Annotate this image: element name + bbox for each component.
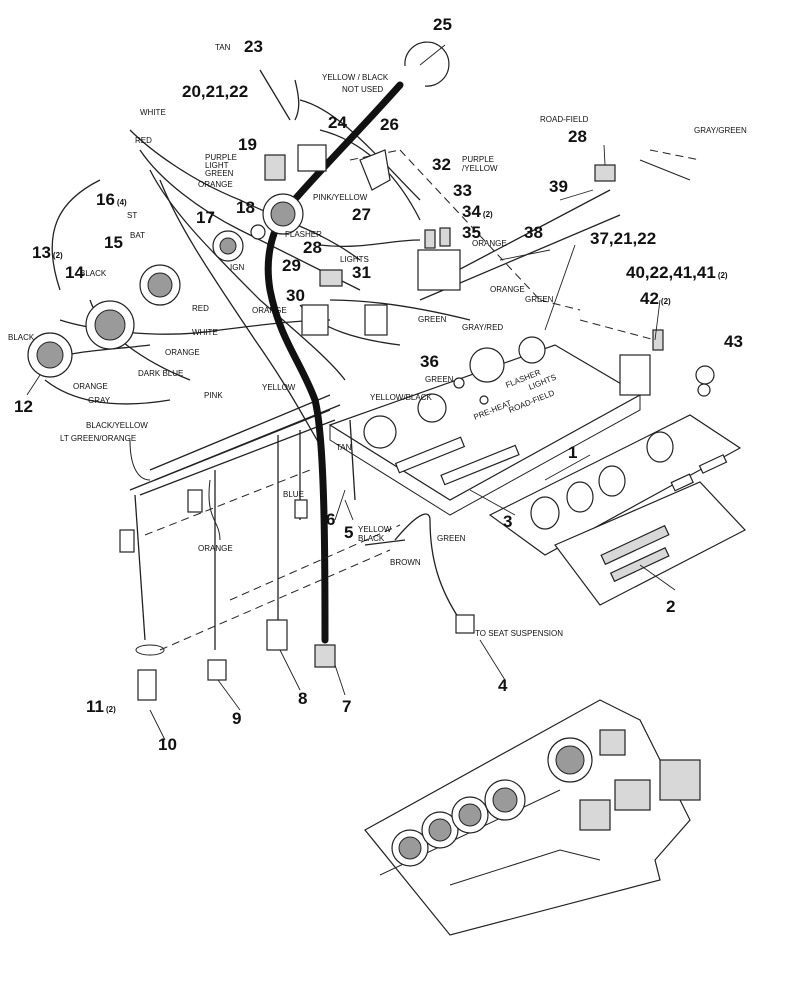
callout-1: 1: [568, 443, 577, 462]
callout-28-top: 28: [568, 127, 587, 146]
callout-8: 8: [298, 689, 307, 708]
wire-label: GRAY/GREEN: [694, 126, 747, 135]
wire-label: RED: [135, 136, 152, 145]
wire-label: RED: [192, 304, 209, 313]
decal-plate-1: [488, 414, 742, 556]
callout-15: 15: [104, 233, 123, 252]
callout-9: 9: [232, 709, 241, 728]
wire-label: TAN: [336, 443, 352, 452]
callout-16: 16(4): [96, 190, 127, 209]
callout-13: 13(2): [32, 243, 63, 262]
callout-27: 27: [352, 205, 371, 224]
wire-label: GRAY/RED: [462, 323, 503, 332]
wire-label: ORANGE: [198, 544, 233, 553]
wire-label: TO SEAT SUSPENSION: [475, 629, 563, 638]
callout-42: 42(2): [640, 289, 671, 308]
callout-23: 23: [244, 37, 263, 56]
wire-label: TAN: [215, 43, 231, 52]
wire-label: BROWN: [390, 558, 421, 567]
callout-36: 36: [420, 352, 439, 371]
wire-label: YELLOW / BLACK: [322, 73, 389, 82]
wire-label: GREEN: [525, 295, 554, 304]
callout-26: 26: [380, 115, 399, 134]
wire-label: WHITE: [192, 328, 218, 337]
wire-label: GREEN: [418, 315, 447, 324]
callout-17: 17: [196, 208, 215, 227]
callout-28: 28: [303, 238, 322, 257]
wire-label: GRAY: [88, 396, 111, 405]
callout-30: 30: [286, 286, 305, 305]
callout-39: 39: [549, 177, 568, 196]
callout-31: 31: [352, 263, 371, 282]
callout-3: 3: [503, 512, 512, 531]
wire-label: ROAD-FIELD: [540, 115, 589, 124]
dashed-alignment-lines: [144, 149, 701, 651]
callout-38: 38: [524, 223, 543, 242]
wire-label: PINK: [204, 391, 223, 400]
callout-33: 33: [453, 181, 472, 200]
wire-label: BLACK: [80, 269, 107, 278]
instrument-panel-3: [328, 336, 642, 516]
wire-label: ORANGE: [252, 306, 287, 315]
callout-10: 10: [158, 735, 177, 754]
callout-6: 6: [326, 510, 335, 529]
callout-18: 18: [236, 198, 255, 217]
wire-label: YELLOW: [262, 383, 296, 392]
callout-34: 34(2): [462, 202, 493, 221]
callout-35: 35: [462, 223, 481, 242]
callout-24: 24: [328, 113, 347, 132]
wire-labels: TAN YELLOW / BLACK NOT USED WHITE RED PU…: [8, 43, 747, 638]
callout-43: 43: [724, 332, 743, 351]
callout-12: 12: [14, 397, 33, 416]
decal-plate-2: [554, 481, 746, 606]
wire-label: WHITE: [140, 108, 166, 117]
wire-label: ORANGE: [165, 348, 200, 357]
wire-label: GREEN: [437, 534, 466, 543]
wire-label: YELLOW: [358, 525, 392, 534]
callout-20-21-22: 20,21,22: [182, 82, 248, 101]
wire-label: ORANGE: [198, 180, 233, 189]
wire-label: DARK BLUE: [138, 369, 183, 378]
wire-label: YELLOW/BLACK: [370, 393, 432, 402]
callout-2: 2: [666, 597, 675, 616]
wire-label: BLACK: [358, 534, 385, 543]
wire-label: /YELLOW: [462, 164, 498, 173]
callout-19: 19: [238, 135, 257, 154]
wire-label: BLACK/YELLOW: [86, 421, 148, 430]
callout-14: 14: [65, 263, 84, 282]
callout-7: 7: [342, 697, 351, 716]
wire-label: ORANGE: [490, 285, 525, 294]
wire-label: BAT: [130, 231, 145, 240]
part-callouts: 1 2 3 4 5 6 7 8 9 10 11(2) 12 13(2) 14 1…: [14, 15, 743, 754]
wire-label: ST: [127, 211, 137, 220]
assembled-panel-view: [364, 699, 701, 936]
wire-label: LIGHT: [205, 161, 229, 170]
callout-29: 29: [282, 256, 301, 275]
wire-label: ORANGE: [73, 382, 108, 391]
wire-label: LIGHTS: [340, 255, 369, 264]
callout-11: 11(2): [86, 697, 116, 716]
callout-4: 4: [498, 676, 508, 695]
wire-label: GREEN: [425, 375, 454, 384]
wire-label: NOT USED: [342, 85, 383, 94]
wire-label: IGN: [230, 263, 244, 272]
wire-label: BLUE: [283, 490, 304, 499]
leader-lines: [26, 44, 676, 741]
wire-label: GREEN: [205, 169, 234, 178]
callout-37-21-22: 37,21,22: [590, 229, 656, 248]
wire-label: PURPLE: [462, 155, 494, 164]
callout-25: 25: [433, 15, 452, 34]
wire-label: LT GREEN/ORANGE: [60, 434, 136, 443]
wire-label: PINK/YELLOW: [313, 193, 368, 202]
callout-32: 32: [432, 155, 451, 174]
callout-5: 5: [344, 523, 353, 542]
callout-40-22-41-41: 40,22,41,41(2): [626, 263, 728, 282]
wire-label: ORANGE: [472, 239, 507, 248]
wire-label: BLACK: [8, 333, 35, 342]
wire-label: FLASHER: [285, 230, 322, 239]
wire-label: PURPLE: [205, 153, 237, 162]
components: [27, 41, 715, 701]
